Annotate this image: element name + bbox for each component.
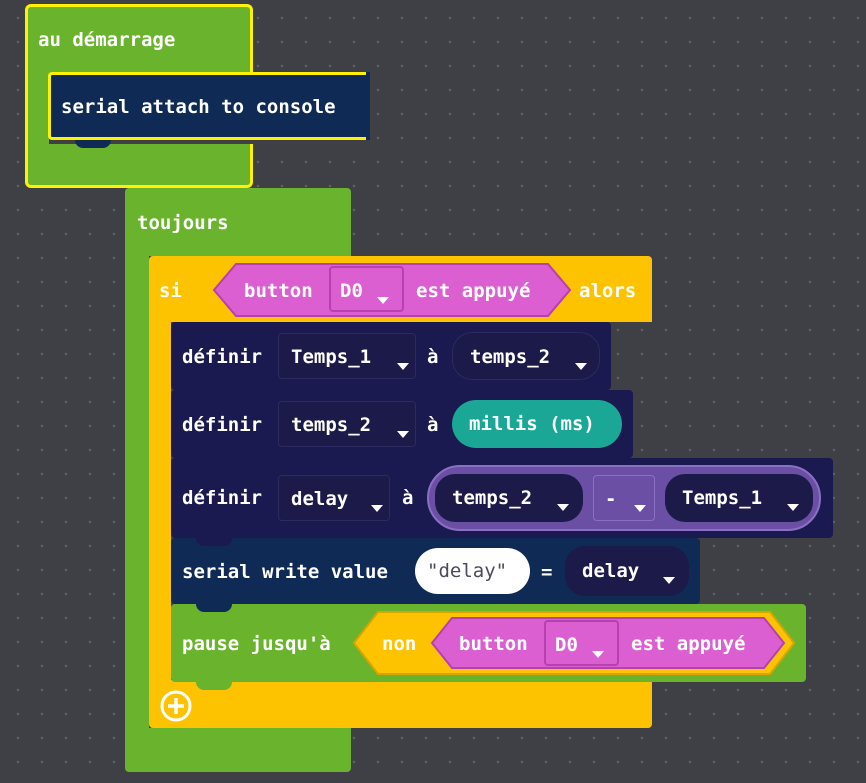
forever-block[interactable]: toujours bbox=[125, 188, 351, 256]
chevron-down-icon bbox=[397, 431, 409, 438]
set2-var-dropdown[interactable]: temps_2 bbox=[278, 401, 416, 447]
millis-block[interactable]: millis (ms) bbox=[452, 400, 622, 448]
on-start-block[interactable]: au démarrage bbox=[25, 4, 255, 188]
set3-var-value: delay bbox=[291, 488, 349, 510]
set1-definir-label: définir bbox=[182, 346, 263, 368]
left-operand-pill[interactable]: temps_2 bbox=[435, 474, 583, 522]
on-start-label: au démarrage bbox=[38, 29, 176, 51]
forever-label: toujours bbox=[137, 212, 229, 234]
name-string-value: "delay" bbox=[427, 560, 508, 582]
serial-attach-label: serial attach to console bbox=[61, 96, 336, 118]
name-string-field[interactable]: "delay" bbox=[415, 548, 530, 594]
set2-var-value: temps_2 bbox=[291, 414, 372, 436]
not-label: non bbox=[382, 633, 417, 655]
set1-var-value: Temps_1 bbox=[291, 346, 372, 368]
set-block-2[interactable]: définir temps_2 à millis (ms) bbox=[171, 390, 633, 458]
if-pin-value: D0 bbox=[340, 280, 363, 302]
chevron-down-icon bbox=[397, 363, 409, 370]
serial-write-value-pill[interactable]: delay bbox=[565, 546, 689, 596]
minus-operation-block[interactable]: temps_2 - Temps_1 bbox=[427, 465, 821, 531]
right-operand-value: Temps_1 bbox=[682, 487, 763, 509]
serial-write-block[interactable]: serial write value "delay" = delay bbox=[171, 538, 700, 604]
set1-value-pill[interactable]: temps_2 bbox=[452, 332, 600, 380]
pause-pin-dropdown[interactable]: D0 bbox=[544, 620, 619, 666]
chevron-down-icon bbox=[663, 577, 675, 584]
operator-value: - bbox=[605, 488, 617, 510]
pause-button-label: button bbox=[459, 633, 528, 655]
connector-notch bbox=[196, 538, 232, 546]
connector-notch bbox=[75, 140, 111, 148]
pause-pin-value: D0 bbox=[555, 634, 578, 656]
if-est-appuye-label: est appuyé bbox=[416, 280, 531, 302]
chevron-down-icon bbox=[377, 297, 389, 304]
set3-var-dropdown[interactable]: delay bbox=[278, 475, 390, 521]
connector-notch bbox=[196, 682, 232, 690]
if-button-label: button bbox=[244, 280, 313, 302]
set1-value: temps_2 bbox=[470, 346, 551, 368]
pause-est-appuye-label: est appuyé bbox=[631, 633, 746, 655]
if-alors-label: alors bbox=[579, 280, 637, 302]
set3-definir-label: définir bbox=[182, 487, 263, 509]
set2-a-label: à bbox=[427, 414, 439, 436]
millis-label: millis (ms) bbox=[469, 413, 595, 435]
chevron-down-icon bbox=[557, 504, 569, 511]
if-pin-dropdown[interactable]: D0 bbox=[329, 266, 404, 312]
if-si-label: si bbox=[159, 280, 182, 302]
set1-var-dropdown[interactable]: Temps_1 bbox=[278, 333, 416, 379]
left-operand-value: temps_2 bbox=[452, 487, 533, 509]
pause-label: pause jusqu'à bbox=[182, 633, 331, 655]
serial-write-eq-label: = bbox=[541, 561, 553, 583]
serial-write-label: serial write value bbox=[182, 561, 388, 583]
connector-notch bbox=[196, 458, 232, 466]
set2-definir-label: définir bbox=[182, 414, 263, 436]
serial-write-value: delay bbox=[582, 560, 640, 582]
chevron-down-icon bbox=[371, 505, 383, 512]
operator-dropdown[interactable]: - bbox=[593, 475, 655, 521]
chevron-down-icon bbox=[634, 505, 646, 512]
set-block-3[interactable]: définir delay à temps_2 - Temps_1 bbox=[171, 458, 833, 538]
chevron-down-icon bbox=[592, 651, 604, 658]
set-block-1[interactable]: définir Temps_1 à temps_2 bbox=[171, 322, 611, 390]
add-plus-icon[interactable] bbox=[159, 689, 193, 723]
set1-a-label: à bbox=[427, 346, 439, 368]
serial-attach-block[interactable]: serial attach to console bbox=[48, 72, 370, 140]
right-operand-pill[interactable]: Temps_1 bbox=[665, 474, 813, 522]
chevron-down-icon bbox=[575, 363, 587, 370]
connector-notch bbox=[196, 604, 232, 612]
chevron-down-icon bbox=[787, 504, 799, 511]
connector-notch bbox=[196, 390, 232, 398]
set3-a-label: à bbox=[402, 487, 414, 509]
